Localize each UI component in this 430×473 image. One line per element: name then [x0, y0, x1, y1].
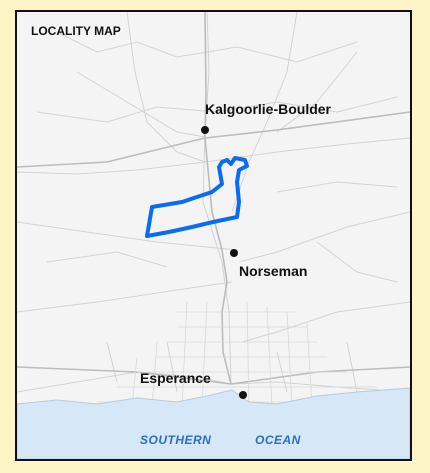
locality-map[interactable]: LOCALITY MAP Kalgoorlie-Boulder Norseman…: [15, 10, 412, 461]
norseman-label: Norseman: [239, 263, 308, 279]
farmland-grid: [97, 301, 387, 408]
esperance-label: Esperance: [140, 370, 211, 386]
kalgoorlie-boulder-marker[interactable]: [201, 126, 209, 134]
ocean-label-southern: SOUTHERN: [140, 433, 212, 447]
ocean-label-ocean: OCEAN: [255, 433, 301, 447]
esperance-marker[interactable]: [239, 391, 247, 399]
southern-ocean: [17, 387, 410, 459]
project-boundary[interactable]: [145, 156, 249, 238]
map-title: LOCALITY MAP: [31, 24, 121, 38]
norseman-marker[interactable]: [230, 249, 238, 257]
map-canvas: [17, 12, 410, 459]
kalgoorlie-boulder-label: Kalgoorlie-Boulder: [205, 101, 332, 117]
